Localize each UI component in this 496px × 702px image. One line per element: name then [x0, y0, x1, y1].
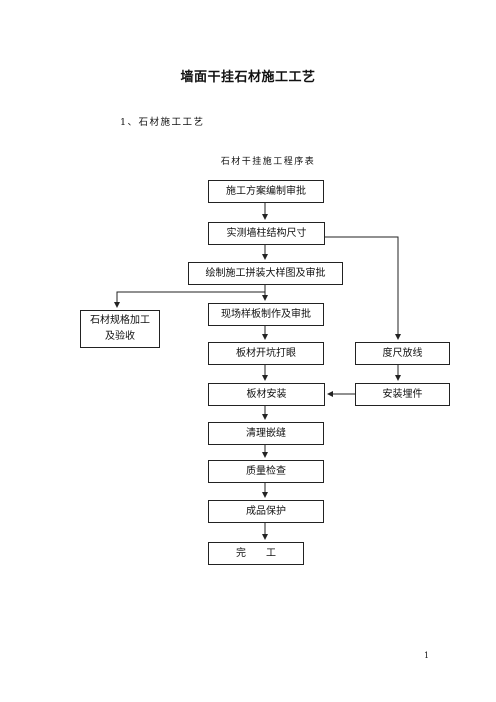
side-left-box: 石材规格加工及验收	[80, 310, 160, 348]
step-5-box: 板材开坑打眼	[208, 342, 324, 365]
step-7-box: 清理嵌缝	[208, 422, 324, 445]
step-2-box: 实测墙柱结构尺寸	[208, 222, 325, 245]
page-number: 1	[424, 651, 430, 660]
side-right-box-1: 度尺放线	[355, 342, 450, 365]
branch-to-side-right	[325, 236, 401, 340]
step-1-box: 施工方案编制审批	[208, 180, 324, 203]
step-3-box: 绘制施工拼装大样图及审批	[188, 262, 343, 285]
section-heading: 1、石材施工工艺	[120, 117, 205, 128]
side-right-box-2: 安装埋件	[355, 383, 450, 406]
step-4-box: 现场样板制作及审批	[208, 303, 324, 326]
step-10-box: 完 工	[208, 542, 304, 565]
step-6-box: 板材安装	[208, 383, 325, 406]
step-9-box: 成品保护	[208, 500, 324, 523]
document-title: 墙面干挂石材施工工艺	[180, 70, 316, 85]
flowchart-title: 石材干挂施工程序表	[220, 157, 316, 167]
step-8-box: 质量检查	[208, 460, 324, 483]
branch-to-side-left	[114, 291, 265, 308]
